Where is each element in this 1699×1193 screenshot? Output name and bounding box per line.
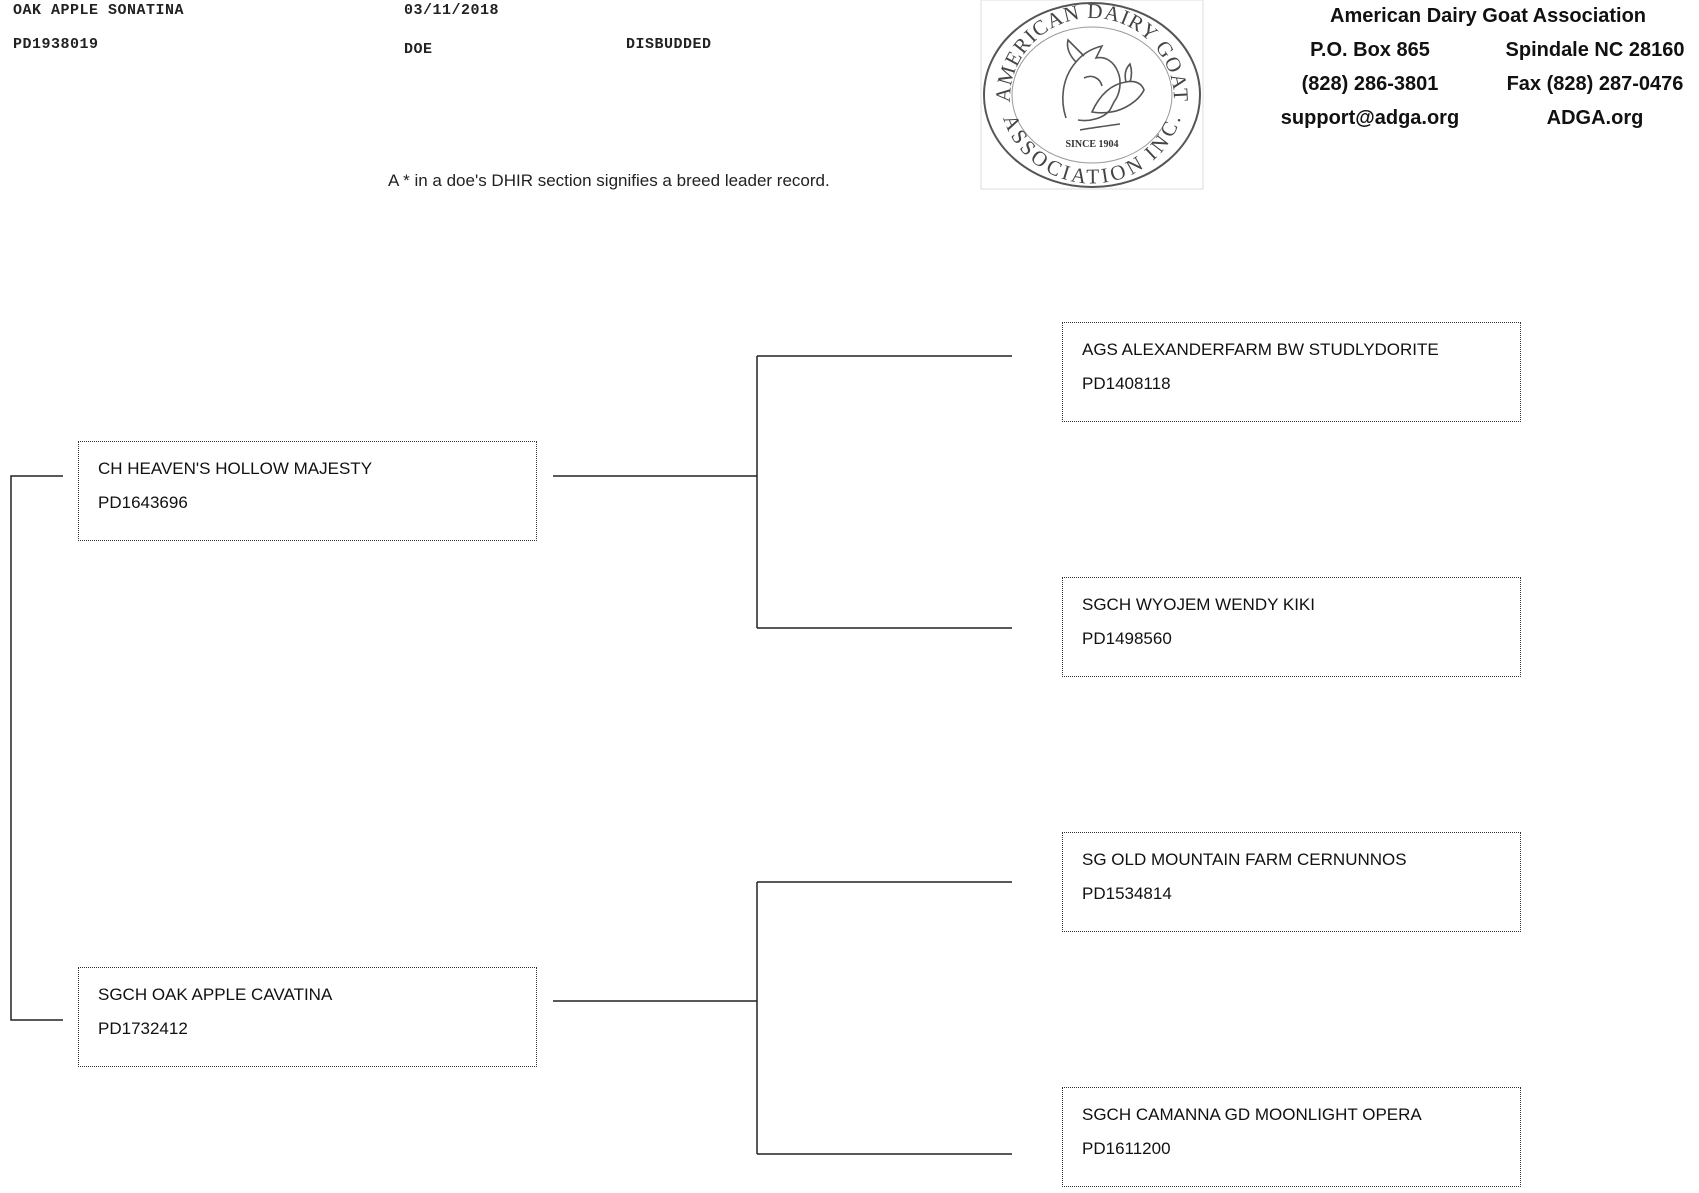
dam-dam-registration: PD1611200 bbox=[1082, 1139, 1171, 1158]
association-po-box: P.O. Box 865 bbox=[1310, 39, 1430, 61]
animal-name: OAK APPLE SONATINA bbox=[13, 2, 185, 19]
goat-heads-icon bbox=[1062, 38, 1145, 131]
association-fax: Fax (828) 287-0476 bbox=[1506, 73, 1684, 95]
sire-box: CH HEAVEN'S HOLLOW MAJESTY PD1643696 bbox=[78, 441, 537, 541]
sire-dam-box: SGCH WYOJEM WENDY KIKI PD1498560 bbox=[1062, 577, 1521, 677]
sire-sire-box: AGS ALEXANDERFARM BW STUDLYDORITE PD1408… bbox=[1062, 322, 1521, 422]
dam-name: SGCH OAK APPLE CAVATINA bbox=[98, 985, 333, 1004]
dam-sire-name: SG OLD MOUNTAIN FARM CERNUNNOS bbox=[1082, 850, 1407, 869]
breed-leader-note: A * in a doe's DHIR section signifies a … bbox=[388, 171, 830, 190]
dam-sire-registration: PD1534814 bbox=[1082, 884, 1172, 903]
animal-sex: DOE bbox=[404, 41, 433, 58]
association-email: support@adga.org bbox=[1280, 107, 1460, 129]
sire-dam-name: SGCH WYOJEM WENDY KIKI bbox=[1082, 595, 1315, 614]
dam-dam-name: SGCH CAMANNA GD MOONLIGHT OPERA bbox=[1082, 1105, 1422, 1124]
association-city: Spindale NC 28160 bbox=[1505, 39, 1685, 61]
association-phone: (828) 286-3801 bbox=[1301, 73, 1439, 95]
adga-logo: AMERICAN DAIRY GOAT ASSOCIATION INC. SIN… bbox=[980, 0, 1204, 190]
dam-dam-box: SGCH CAMANNA GD MOONLIGHT OPERA PD161120… bbox=[1062, 1087, 1521, 1187]
dam-box: SGCH OAK APPLE CAVATINA PD1732412 bbox=[78, 967, 537, 1067]
animal-birth-date: 03/11/2018 bbox=[404, 2, 500, 19]
sire-dam-registration: PD1498560 bbox=[1082, 629, 1172, 648]
sire-sire-name: AGS ALEXANDERFARM BW STUDLYDORITE bbox=[1082, 340, 1439, 359]
association-website: ADGA.org bbox=[1546, 107, 1644, 129]
dam-sire-box: SG OLD MOUNTAIN FARM CERNUNNOS PD1534814 bbox=[1062, 832, 1521, 932]
animal-horn-status: DISBUDDED bbox=[626, 36, 712, 53]
animal-registration: PD1938019 bbox=[13, 36, 99, 53]
sire-name: CH HEAVEN'S HOLLOW MAJESTY bbox=[98, 459, 373, 478]
association-name: American Dairy Goat Association bbox=[1330, 5, 1647, 27]
sire-sire-registration: PD1408118 bbox=[1082, 374, 1171, 393]
dam-registration: PD1732412 bbox=[98, 1019, 188, 1038]
sire-registration: PD1643696 bbox=[98, 493, 188, 512]
logo-since: SINCE 1904 bbox=[1065, 139, 1118, 150]
